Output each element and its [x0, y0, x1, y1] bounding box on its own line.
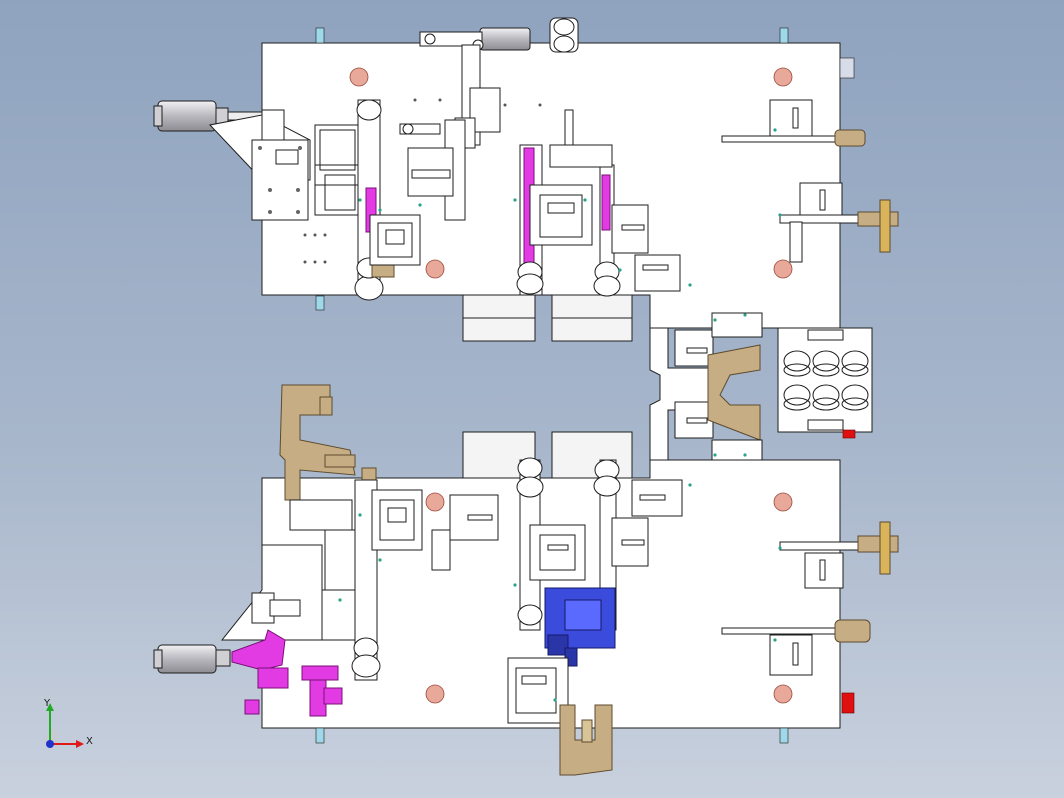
- bottom-left-clamp-assembly[interactable]: [153, 384, 499, 717]
- view-orientation-triad: Y X: [36, 698, 106, 760]
- top-center-clamp-assembly[interactable]: [399, 17, 579, 221]
- top-right-clamp-arms[interactable]: [721, 99, 899, 263]
- fastener-dots: [338, 128, 782, 702]
- locating-holes[interactable]: [349, 67, 793, 704]
- center-bridge-fixture[interactable]: [674, 312, 763, 461]
- top-left-clamp-assembly[interactable]: [153, 99, 421, 301]
- xyz-axis-triad-icon: [44, 703, 84, 748]
- bottom-center-fixture[interactable]: [507, 457, 683, 776]
- mounting-holes-top-left: [303, 98, 542, 264]
- edge-markers: [315, 27, 855, 744]
- center-blocks[interactable]: [462, 294, 633, 479]
- red-markers: [841, 429, 856, 714]
- bottom-right-clamp-arms[interactable]: [721, 521, 899, 676]
- middle-frame[interactable]: [649, 327, 713, 461]
- right-nozzle-block[interactable]: [777, 327, 873, 433]
- top-middle-fixture[interactable]: [516, 109, 681, 297]
- triad-y-label: Y: [44, 698, 51, 709]
- triad-x-label: X: [86, 736, 93, 747]
